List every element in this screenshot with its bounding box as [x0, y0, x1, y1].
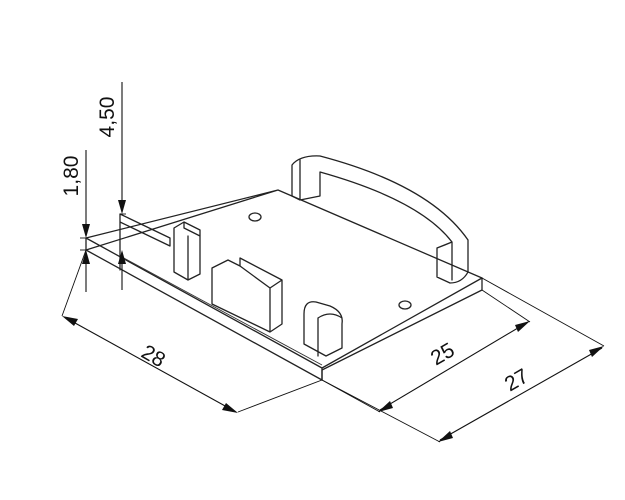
base-plate-front-edge [85, 237, 483, 381]
dimension-outer-width: 27 [321, 277, 605, 443]
dimension-inner-width-label: 25 [427, 339, 459, 371]
mounting-hole-front [398, 300, 412, 310]
base-plate-inner-edge [119, 255, 323, 366]
dimension-total-height-label: 4,50 [96, 97, 119, 138]
dimension-length: 28 [61, 249, 323, 413]
dimension-base-thickness-label: 1,80 [60, 156, 83, 197]
dimension-total-height: 4,50 [96, 82, 126, 290]
curved-wall [291, 155, 469, 284]
tab-front [303, 301, 343, 357]
mounting-hole-rear [248, 212, 262, 222]
dimension-base-thickness: 1,80 [60, 150, 90, 292]
tab-middle [211, 257, 283, 333]
dimension-length-label: 28 [137, 341, 169, 373]
dimension-outer-width-label: 27 [501, 365, 533, 397]
tab-left [173, 221, 201, 281]
